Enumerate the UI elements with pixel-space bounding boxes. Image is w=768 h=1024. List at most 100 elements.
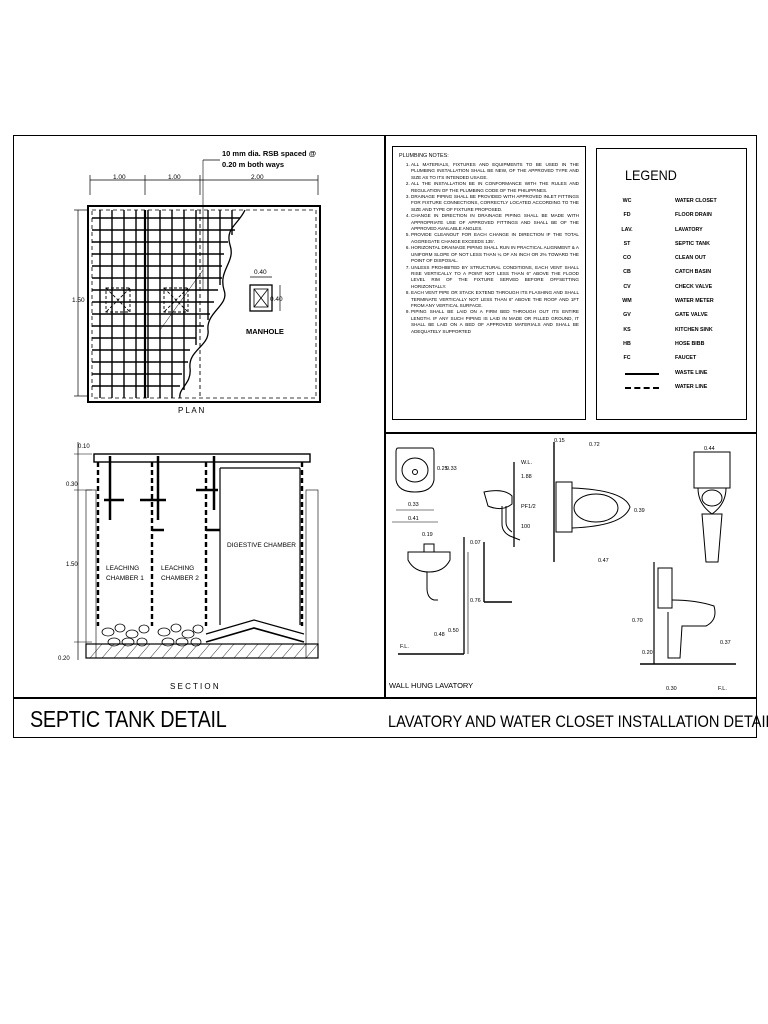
plan-rebar-note-line2: 0.20 m both ways — [222, 160, 284, 169]
lavatory-installation-title: LAVATORY AND WATER CLOSET INSTALLATION D… — [388, 712, 768, 731]
septic-tank-detail-title: SEPTIC TANK DETAIL — [30, 706, 227, 732]
legend-name: LAVATORY — [675, 226, 703, 233]
lav-top-dim-c: 0.33 — [408, 502, 419, 508]
legend-code: LAV. — [621, 226, 633, 233]
plan-label: P L A N — [178, 406, 204, 415]
legend-row: FC FAUCET — [607, 352, 742, 366]
plumbing-notes-heading: PLUMBING NOTES: — [399, 153, 449, 159]
wc-side-dim-c: 0.37 — [720, 640, 731, 646]
septic-section-view: 0.10 0.30 1.50 0.20 — [58, 442, 319, 691]
wc-dim-b: 0.72 — [589, 442, 600, 448]
legend-code: KS — [623, 326, 631, 333]
lav-front-dim-c: 0.48 — [434, 632, 445, 638]
legend-code: ST — [623, 240, 631, 247]
fixture-installation-details: 0.25 0.33 0.33 0.41 W.L. 1.88 PF1/2 100 … — [389, 438, 736, 692]
legend-code: FD — [623, 212, 631, 219]
legend-name: FAUCET — [675, 355, 697, 362]
plumbing-note-item: PROVIDE CLEANOUT FOR EACH CHANGE IN DIRE… — [411, 232, 579, 245]
legend-title: LEGEND — [625, 167, 677, 183]
legend-name: WASTE LINE — [675, 369, 708, 376]
plumbing-note-item: DRAINAGE PIPING SHALL BE PROVIDED WITH A… — [411, 194, 579, 213]
digestive-chamber-label: DIGESTIVE CHAMBER — [227, 542, 296, 549]
septic-plan-view: 10 mm dia. RSB spaced @ 0.20 m both ways… — [72, 149, 321, 415]
wall-hung-lavatory-label: WALL HUNG LAVATORY — [389, 681, 473, 690]
legend-name: CLEAN OUT — [675, 255, 706, 262]
plumbing-note-item: PIPING SHALL BE LAID ON A FIRM BED THROU… — [411, 309, 579, 335]
water-closet-plan-view — [553, 442, 631, 562]
legend-row: WC WATER CLOSET — [607, 195, 742, 209]
water-line-symbol — [625, 386, 659, 389]
legend-code: GV — [623, 312, 631, 319]
lav-top-dim-a: 0.25 — [437, 466, 448, 472]
plumbing-notes-list: ALL MATERIALS, FIXTURES AND EQUIPMENTS T… — [399, 162, 579, 335]
lav-side-wl-label: W.L. — [521, 460, 532, 466]
lav-front-dim-b: 0.07 — [470, 540, 481, 546]
legend-code: FC — [623, 355, 631, 362]
section-dim-bottom: 0.20 — [58, 656, 70, 662]
floor-line-label-right: F.L. — [718, 686, 727, 692]
legend-row: CO CLEAN OUT — [607, 252, 742, 266]
legend-code: WC — [622, 198, 632, 204]
plan-dim-top-1: 1.00 — [113, 174, 126, 181]
floor-line-label: F.L. — [400, 644, 409, 650]
legend-name: GATE VALVE — [675, 312, 708, 319]
manhole-dim-width: 0.40 — [254, 269, 267, 276]
lavatory-side-view — [483, 462, 521, 547]
legend-row-water-line: WATER LINE — [607, 381, 742, 395]
legend-row: KS KITCHEN SINK — [607, 324, 742, 338]
leaching-chamber-2-line2: CHAMBER 2 — [161, 575, 199, 582]
wc-dim-a: 0.15 — [554, 438, 565, 444]
lav-front-dim-e: 0.76 — [470, 598, 481, 604]
manhole-label: MANHOLE — [246, 327, 284, 336]
leaching-chamber-1-line1: LEACHING — [106, 565, 139, 572]
plan-dim-left: 1.50 — [72, 297, 85, 304]
legend-name: SEPTIC TANK — [675, 240, 710, 247]
plumbing-note-item: ALL MATERIALS, FIXTURES AND EQUIPMENTS T… — [411, 162, 579, 181]
lav-side-100-label: 100 — [521, 524, 530, 530]
lav-top-dim-d: 0.41 — [408, 516, 419, 522]
section-label: S E C T I O N — [170, 682, 219, 691]
wc-dim-c: 0.39 — [634, 508, 645, 514]
wc-dim-d: 0.47 — [598, 558, 609, 564]
leaching-chamber-2-line1: LEACHING — [161, 565, 194, 572]
legend-rows: WC WATER CLOSET FD FLOOR DRAIN LAV. LAVATOR… — [607, 195, 742, 395]
water-closet-side-view — [640, 562, 736, 665]
section-dim-slab: 0.30 — [66, 482, 78, 488]
plan-dim-top-2: 1.00 — [168, 174, 181, 181]
legend-code: WM — [622, 298, 632, 305]
legend-name: FLOOR DRAIN — [675, 212, 712, 219]
legend-name: KITCHEN SINK — [675, 326, 713, 333]
legend-row: GV GATE VALVE — [607, 309, 742, 323]
legend-name: WATER LINE — [675, 383, 708, 390]
plumbing-note-item: CHANGE IN DIRECTION IN DRAINAGE PIPING S… — [411, 213, 579, 232]
legend-row: LAV. LAVATORY — [607, 224, 742, 238]
lav-front-dim-a: 0.19 — [422, 532, 433, 538]
water-closet-front-view — [693, 451, 731, 563]
legend-row: ST SEPTIC TANK — [607, 238, 742, 252]
section-dim-top: 0.10 — [78, 444, 90, 450]
section-dim-height: 1.50 — [66, 562, 78, 568]
legend-row: FD FLOOR DRAIN — [607, 209, 742, 223]
plan-rebar-note-line1: 10 mm dia. RSB spaced @ — [222, 149, 316, 158]
plumbing-note-item: ALL THE INSTALLATION BE IN CONFORMANCE W… — [411, 181, 579, 194]
wc-side-dim-a: 0.70 — [632, 618, 643, 624]
wc-front-dim: 0.44 — [704, 446, 715, 452]
legend-name: WATER CLOSET — [675, 198, 717, 204]
legend-box: LEGEND WC WATER CLOSET FD FLOOR DRAIN LAV.… — [596, 148, 747, 420]
legend-row-waste-line: WASTE LINE — [607, 367, 742, 381]
leaching-chamber-1-line2: CHAMBER 1 — [106, 575, 144, 582]
wc-side-dim-d: 0.30 — [666, 686, 677, 692]
plumbing-note-item: EACH VENT PIPE OR STACK EXTEND THROUGH I… — [411, 290, 579, 309]
plumbing-note-item: UNLESS PROHIBITED BY STRUCTURAL CONDITIO… — [411, 265, 579, 291]
right-panel-divider — [384, 432, 757, 434]
legend-code: HB — [623, 340, 631, 347]
sheet-vertical-divider — [384, 135, 386, 697]
waste-line-symbol — [625, 372, 659, 375]
lav-front-dim-d: 0.50 — [448, 628, 459, 634]
legend-code: CO — [623, 255, 631, 262]
lavatory-front-elevation — [398, 537, 465, 655]
legend-name: CATCH BASIN — [675, 269, 712, 276]
